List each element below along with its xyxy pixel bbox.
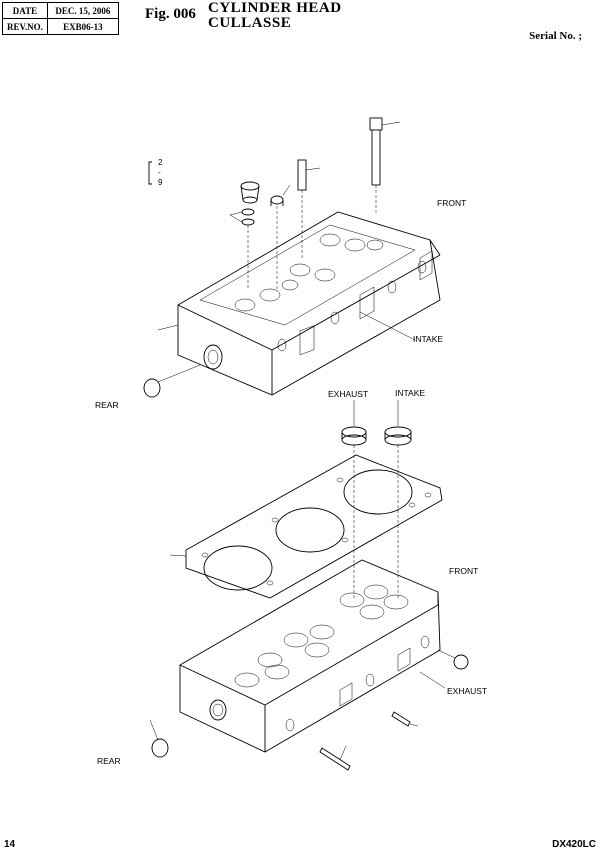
head-bolt-part bbox=[369, 117, 401, 215]
valve-cap-part bbox=[229, 181, 260, 290]
label-rear-upper: REAR bbox=[95, 400, 119, 410]
front-plug-lower bbox=[437, 649, 469, 670]
bracket-mark bbox=[148, 161, 152, 185]
valve-seat-intake bbox=[384, 400, 412, 600]
figure-number: Fig. 006 bbox=[145, 6, 196, 22]
rear-plug-upper bbox=[143, 364, 201, 398]
label-intake-seat: INTAKE bbox=[395, 388, 426, 398]
label-exhaust-seat: EXHAUST bbox=[328, 389, 369, 399]
rev-label: REV.NO. bbox=[2, 18, 48, 35]
revision-info-table: DATE DEC. 15, 2006 REV.NO. EXB06-13 bbox=[2, 2, 119, 35]
label-rear-lower: REAR bbox=[97, 756, 121, 766]
page-number: 14 bbox=[4, 839, 16, 850]
valve-seat-exhaust bbox=[341, 400, 367, 600]
bracket-range-dash: - bbox=[158, 168, 161, 177]
upper-cylinder-head-block bbox=[157, 211, 441, 396]
rear-plug-lower bbox=[149, 719, 169, 758]
bracket-range-end: 9 bbox=[158, 178, 163, 187]
plug-part bbox=[270, 184, 291, 290]
bracket-range-start: 2 bbox=[158, 158, 163, 167]
lower-cylinder-head-block bbox=[179, 559, 446, 753]
head-gasket bbox=[169, 454, 443, 599]
model-number: DX420LC bbox=[552, 839, 596, 850]
label-exhaust-lower: EXHAUST bbox=[447, 686, 488, 696]
stud-part bbox=[297, 159, 321, 260]
label-front-lower: FRONT bbox=[449, 566, 479, 576]
dowel-pin-part bbox=[391, 711, 419, 727]
label-front-upper: FRONT bbox=[437, 198, 467, 208]
rev-value: EXB06-13 bbox=[46, 18, 119, 35]
figure-subtitle: CULLASSE bbox=[208, 15, 292, 31]
figure-title: CYLINDER HEAD bbox=[208, 0, 342, 16]
serial-number-label: Serial No. ; bbox=[529, 30, 582, 42]
label-intake-upper: INTAKE bbox=[413, 334, 444, 344]
long-pin-part bbox=[319, 745, 351, 771]
